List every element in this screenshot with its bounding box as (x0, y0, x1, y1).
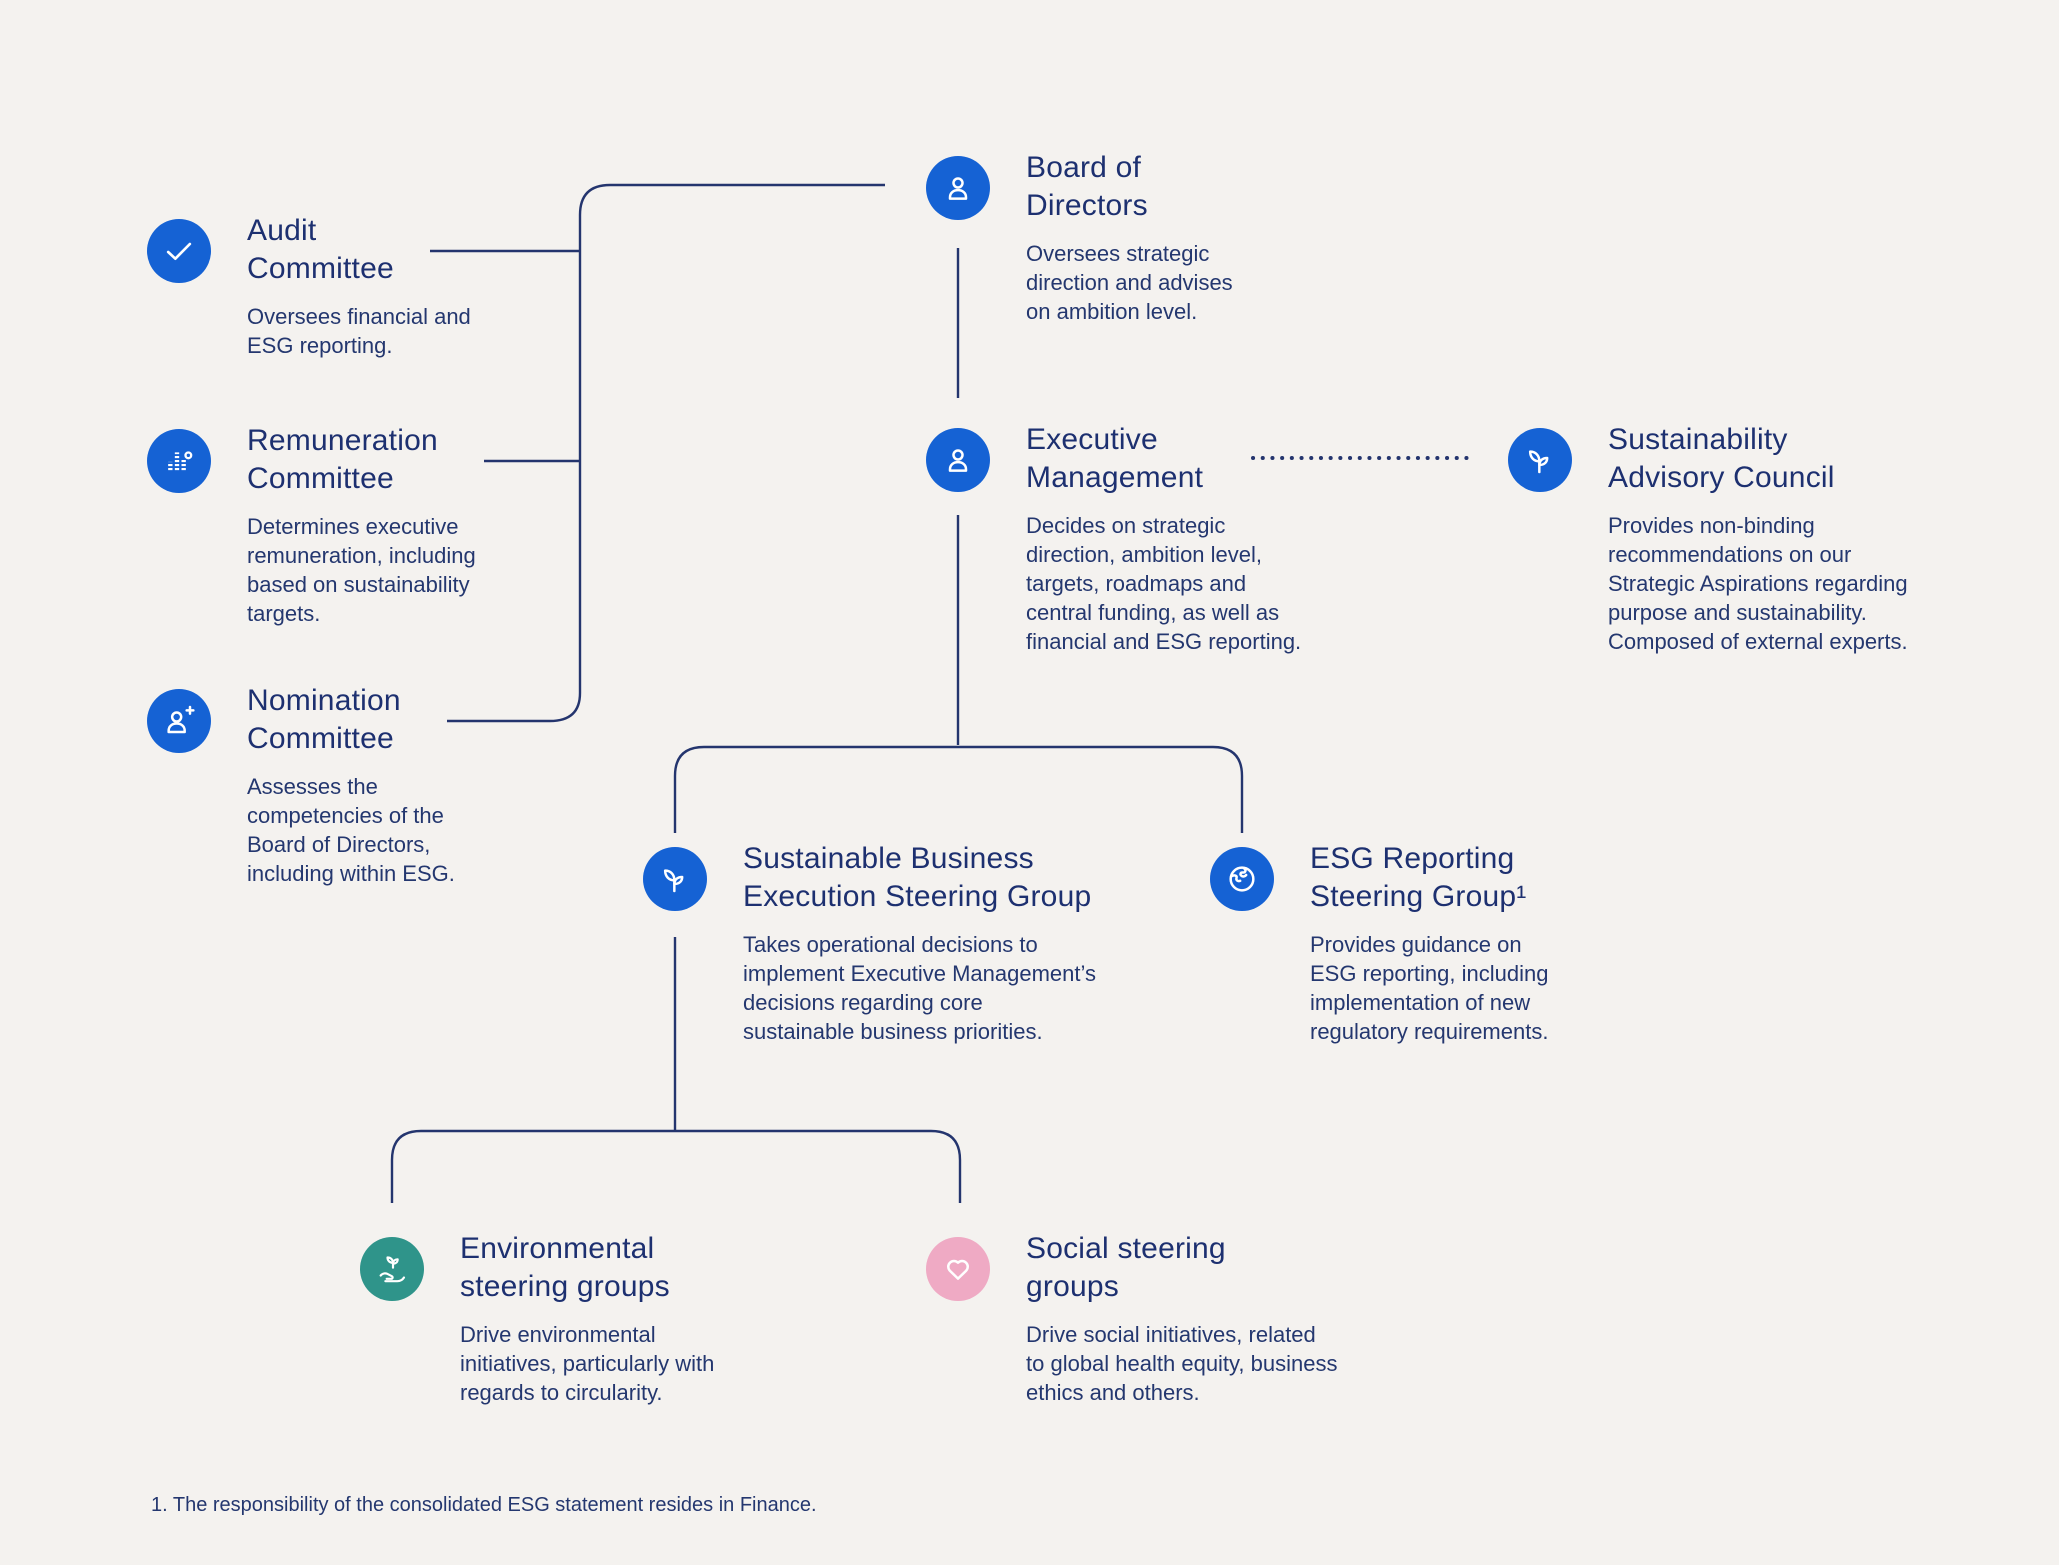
node-description: Takes operational decisions to implement… (743, 932, 1096, 1044)
node-description: Provides guidance on ESG reporting, incl… (1310, 932, 1549, 1044)
node-description: Drive social initiatives, related to glo… (1026, 1322, 1338, 1405)
check-icon (147, 219, 211, 283)
node-description: Oversees financial and ESG reporting. (247, 304, 471, 358)
connector-steering-bracket (673, 745, 1244, 833)
globe-icon (1210, 847, 1274, 911)
bar-chart-icon (147, 429, 211, 493)
node-description: Provides non-binding recommendations on … (1608, 513, 1908, 654)
node-title: Board of Directors (1026, 151, 1148, 222)
node-title: Nomination Committee (247, 684, 401, 755)
person-plus-icon (147, 689, 211, 753)
node-description: Determines executive remuneration, inclu… (247, 514, 476, 626)
person-icon (926, 156, 990, 220)
connector-lower-bracket (390, 1129, 962, 1203)
seedling-icon (643, 847, 707, 911)
seedling-icon (1508, 428, 1572, 492)
connector-board-to-committees (447, 183, 885, 723)
hand-sprout-icon (360, 1237, 424, 1301)
node-title: Sustainable Business Execution Steering … (743, 842, 1092, 913)
node-description: Oversees strategic direction and advises… (1026, 241, 1233, 324)
node-title: Remuneration Committee (247, 424, 438, 495)
person-icon (926, 428, 990, 492)
node-description: Drive environmental initiatives, particu… (460, 1322, 715, 1405)
node-description: Assesses the competencies of the Board o… (247, 774, 455, 886)
node-title: Environmental steering groups (460, 1232, 670, 1303)
node-title: Sustainability Advisory Council (1608, 423, 1835, 494)
node-title: Audit Committee (247, 214, 394, 285)
node-title: ESG Reporting Steering Group¹ (1310, 842, 1527, 913)
node-title: Social steering groups (1026, 1232, 1226, 1303)
node-title: Executive Management (1026, 423, 1204, 494)
heart-icon (926, 1237, 990, 1301)
footnote: 1. The responsibility of the consolidate… (151, 1494, 817, 1516)
node-description: Decides on strategic direction, ambition… (1026, 513, 1302, 654)
